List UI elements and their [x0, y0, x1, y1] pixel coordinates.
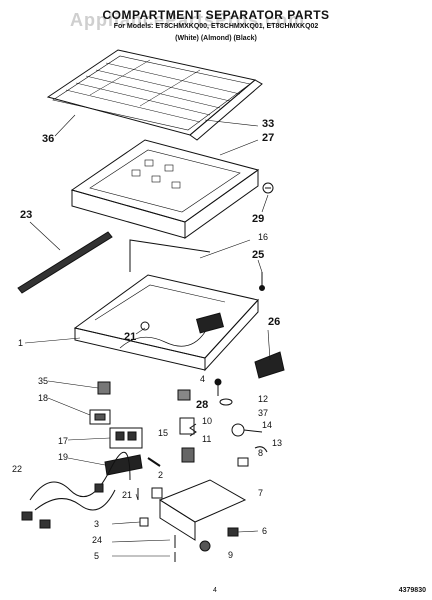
callout-21-upper: 21 — [124, 331, 136, 343]
page-number: 4 — [213, 587, 217, 594]
part-37-washer — [219, 398, 233, 406]
part-1-separator-panel — [73, 274, 259, 372]
callout-29: 29 — [252, 213, 264, 225]
callout-11: 11 — [202, 434, 211, 444]
part-22-wire-harness — [21, 451, 131, 529]
callout-26: 26 — [268, 316, 280, 328]
callout-2: 2 — [158, 470, 163, 480]
part-19-knob — [104, 454, 143, 476]
callout-3: 3 — [94, 519, 99, 529]
callout-12: 12 — [258, 394, 268, 404]
callout-25: 25 — [252, 249, 264, 261]
part-25-screw — [259, 272, 265, 291]
part-4-grommet — [177, 389, 191, 401]
callout-17: 17 — [58, 436, 68, 446]
part-10-spring — [189, 423, 197, 437]
callout-19: 19 — [58, 452, 68, 462]
callout-27: 27 — [262, 132, 274, 144]
part-16-gasket — [129, 239, 211, 272]
part-29-screw — [262, 182, 274, 194]
part-13-clip — [254, 446, 268, 453]
callout-9: 9 — [228, 550, 233, 560]
callout-33: 33 — [262, 118, 274, 130]
colors-line: (White) (Almond) (Black) — [175, 35, 257, 42]
models-line: For Models: ET8CHMXKQ00, ET8CHMXKQ01, ET… — [113, 23, 319, 30]
part-15-tube — [147, 457, 161, 467]
watermark: AppliancePartsPros.com — [70, 10, 306, 30]
part-2-plate — [151, 487, 163, 499]
callout-labels: 36 33 27 29 23 16 25 26 1 21 35 4 18 12 … — [12, 118, 282, 561]
part-11-cam — [181, 447, 195, 463]
part-14-lever — [231, 423, 263, 437]
part-3-tab — [139, 517, 149, 527]
callout-6: 6 — [262, 526, 267, 536]
callout-5: 5 — [94, 551, 99, 561]
callout-37: 37 — [258, 408, 268, 418]
leader-lines — [24, 114, 271, 557]
part-23-rod — [17, 231, 113, 294]
part-7-bracket — [158, 479, 247, 541]
callout-16: 16 — [258, 232, 268, 242]
part-18-bezel — [89, 409, 111, 425]
part-27-separator-frame — [70, 139, 260, 239]
part-12-screw — [214, 378, 222, 396]
callout-8: 8 — [258, 448, 263, 458]
part-26-bracket — [254, 351, 285, 379]
callout-1: 1 — [18, 338, 23, 348]
callout-21-lower: 21 — [122, 490, 132, 500]
document-number: 4379830 — [398, 587, 426, 594]
callout-13: 13 — [272, 438, 282, 448]
part-9-grommet — [199, 540, 211, 552]
callout-10: 10 — [202, 416, 212, 426]
callout-28: 28 — [196, 399, 208, 411]
callout-14: 14 — [262, 420, 272, 430]
callout-22: 22 — [12, 464, 22, 474]
part-28-damper — [179, 417, 195, 435]
callout-36: 36 — [42, 133, 54, 145]
callout-24: 24 — [92, 535, 102, 545]
part-33-trim-strip — [189, 79, 263, 141]
part-35-clip — [97, 381, 111, 395]
part-17-control-housing — [109, 427, 143, 449]
callout-18: 18 — [38, 393, 48, 403]
callout-7: 7 — [258, 488, 263, 498]
callout-15: 15 — [158, 428, 168, 438]
callout-23: 23 — [20, 209, 32, 221]
callout-4: 4 — [200, 374, 205, 384]
callout-35: 35 — [38, 376, 48, 386]
part-6-clip — [227, 527, 239, 537]
page-title: COMPARTMENT SEPARATOR PARTS — [102, 8, 330, 22]
part-8-link — [237, 457, 249, 467]
